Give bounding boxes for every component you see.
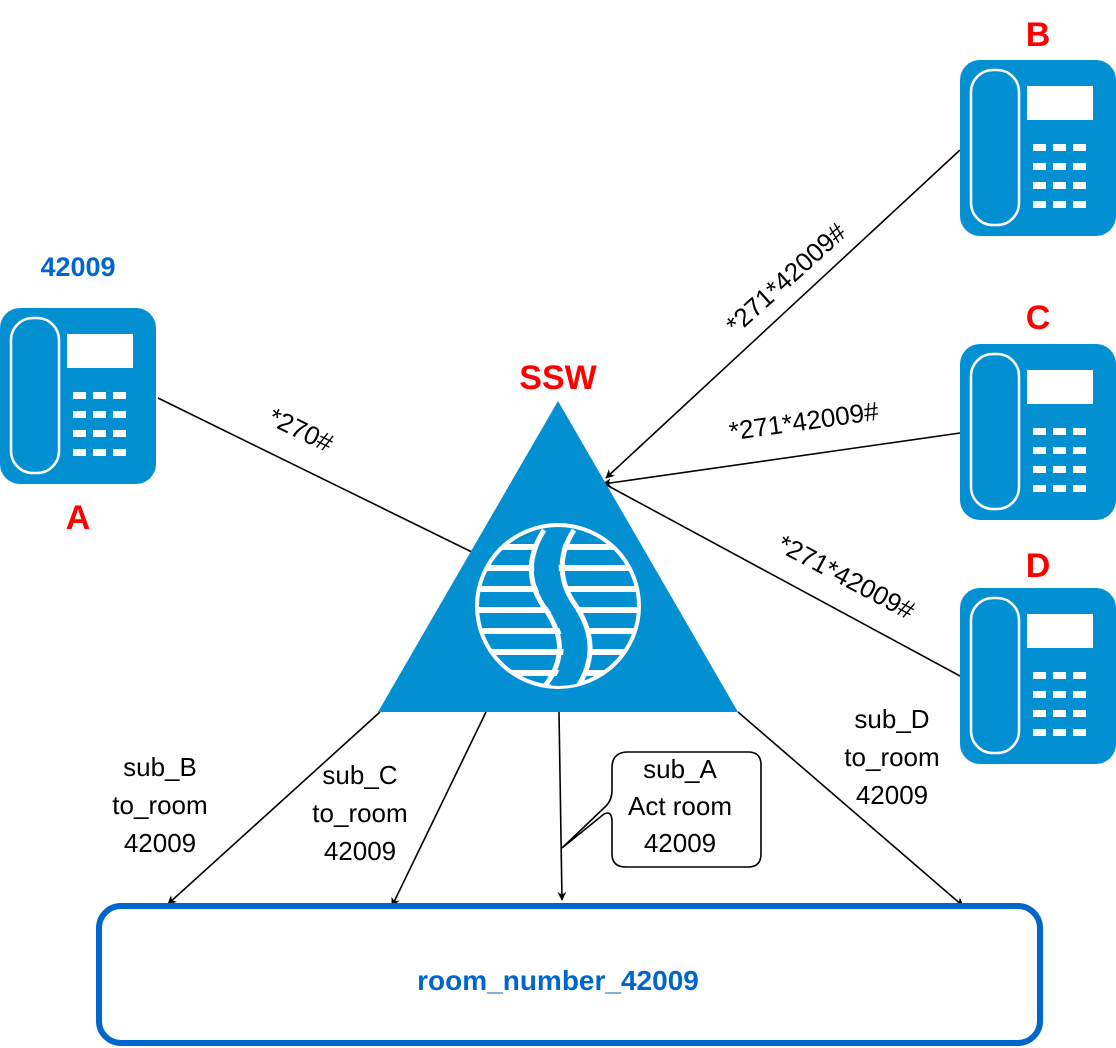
edge-label-c: *271*42009# bbox=[727, 396, 881, 447]
phone-d-label: D bbox=[1026, 547, 1051, 585]
edge-label-b: *271*42009# bbox=[720, 216, 852, 339]
sub-d-label: sub_D to_room 42009 bbox=[844, 704, 939, 810]
svg-text:to_room: to_room bbox=[844, 742, 939, 772]
room-label: room_number_42009 bbox=[417, 965, 699, 996]
phone-c[interactable] bbox=[958, 342, 1116, 522]
phone-icon bbox=[958, 586, 1116, 766]
edge-ssw-to-room-d bbox=[737, 711, 964, 907]
svg-text:to_room: to_room bbox=[112, 790, 207, 820]
phone-b-label: B bbox=[1026, 16, 1051, 54]
svg-text:sub_D: sub_D bbox=[854, 704, 929, 734]
edge-label-a: *270# bbox=[264, 402, 339, 459]
svg-text:sub_C: sub_C bbox=[322, 760, 397, 790]
svg-text:42009: 42009 bbox=[324, 836, 396, 866]
edge-ssw-to-room-a bbox=[557, 711, 567, 901]
svg-text:Act room: Act room bbox=[628, 791, 732, 821]
edge-ssw-to-room-b bbox=[167, 711, 381, 905]
edge-label-d: *271*42009# bbox=[773, 529, 920, 626]
sub-a-callout: sub_A Act room 42009 bbox=[561, 751, 762, 868]
svg-text:42009: 42009 bbox=[856, 780, 928, 810]
phone-a-label: A bbox=[66, 499, 91, 537]
phone-c-label: C bbox=[1026, 299, 1051, 337]
phone-d[interactable] bbox=[958, 586, 1116, 766]
svg-text:sub_A: sub_A bbox=[643, 754, 717, 784]
phone-b[interactable] bbox=[958, 58, 1116, 238]
phone-a[interactable] bbox=[0, 306, 158, 486]
svg-text:42009: 42009 bbox=[644, 828, 716, 858]
edge-d-to-ssw bbox=[600, 481, 961, 677]
softswitch-triangle-icon[interactable] bbox=[378, 401, 738, 712]
phone-a-number: 42009 bbox=[40, 252, 115, 282]
phone-icon bbox=[0, 306, 158, 486]
svg-text:sub_B: sub_B bbox=[123, 752, 197, 782]
edge-b-to-ssw bbox=[605, 149, 961, 479]
sub-c-label: sub_C to_room 42009 bbox=[312, 760, 407, 866]
edge-a-to-ssw bbox=[157, 397, 481, 557]
ssw-label: SSW bbox=[519, 359, 597, 397]
conference-room[interactable]: room_number_42009 bbox=[96, 903, 1043, 1046]
phone-icon bbox=[958, 58, 1116, 238]
edge-ssw-to-room-c bbox=[391, 711, 487, 907]
svg-text:42009: 42009 bbox=[124, 828, 196, 858]
sub-b-label: sub_B to_room 42009 bbox=[112, 752, 207, 858]
edge-c-to-ssw bbox=[602, 432, 961, 488]
phone-icon bbox=[958, 342, 1116, 522]
svg-text:to_room: to_room bbox=[312, 798, 407, 828]
